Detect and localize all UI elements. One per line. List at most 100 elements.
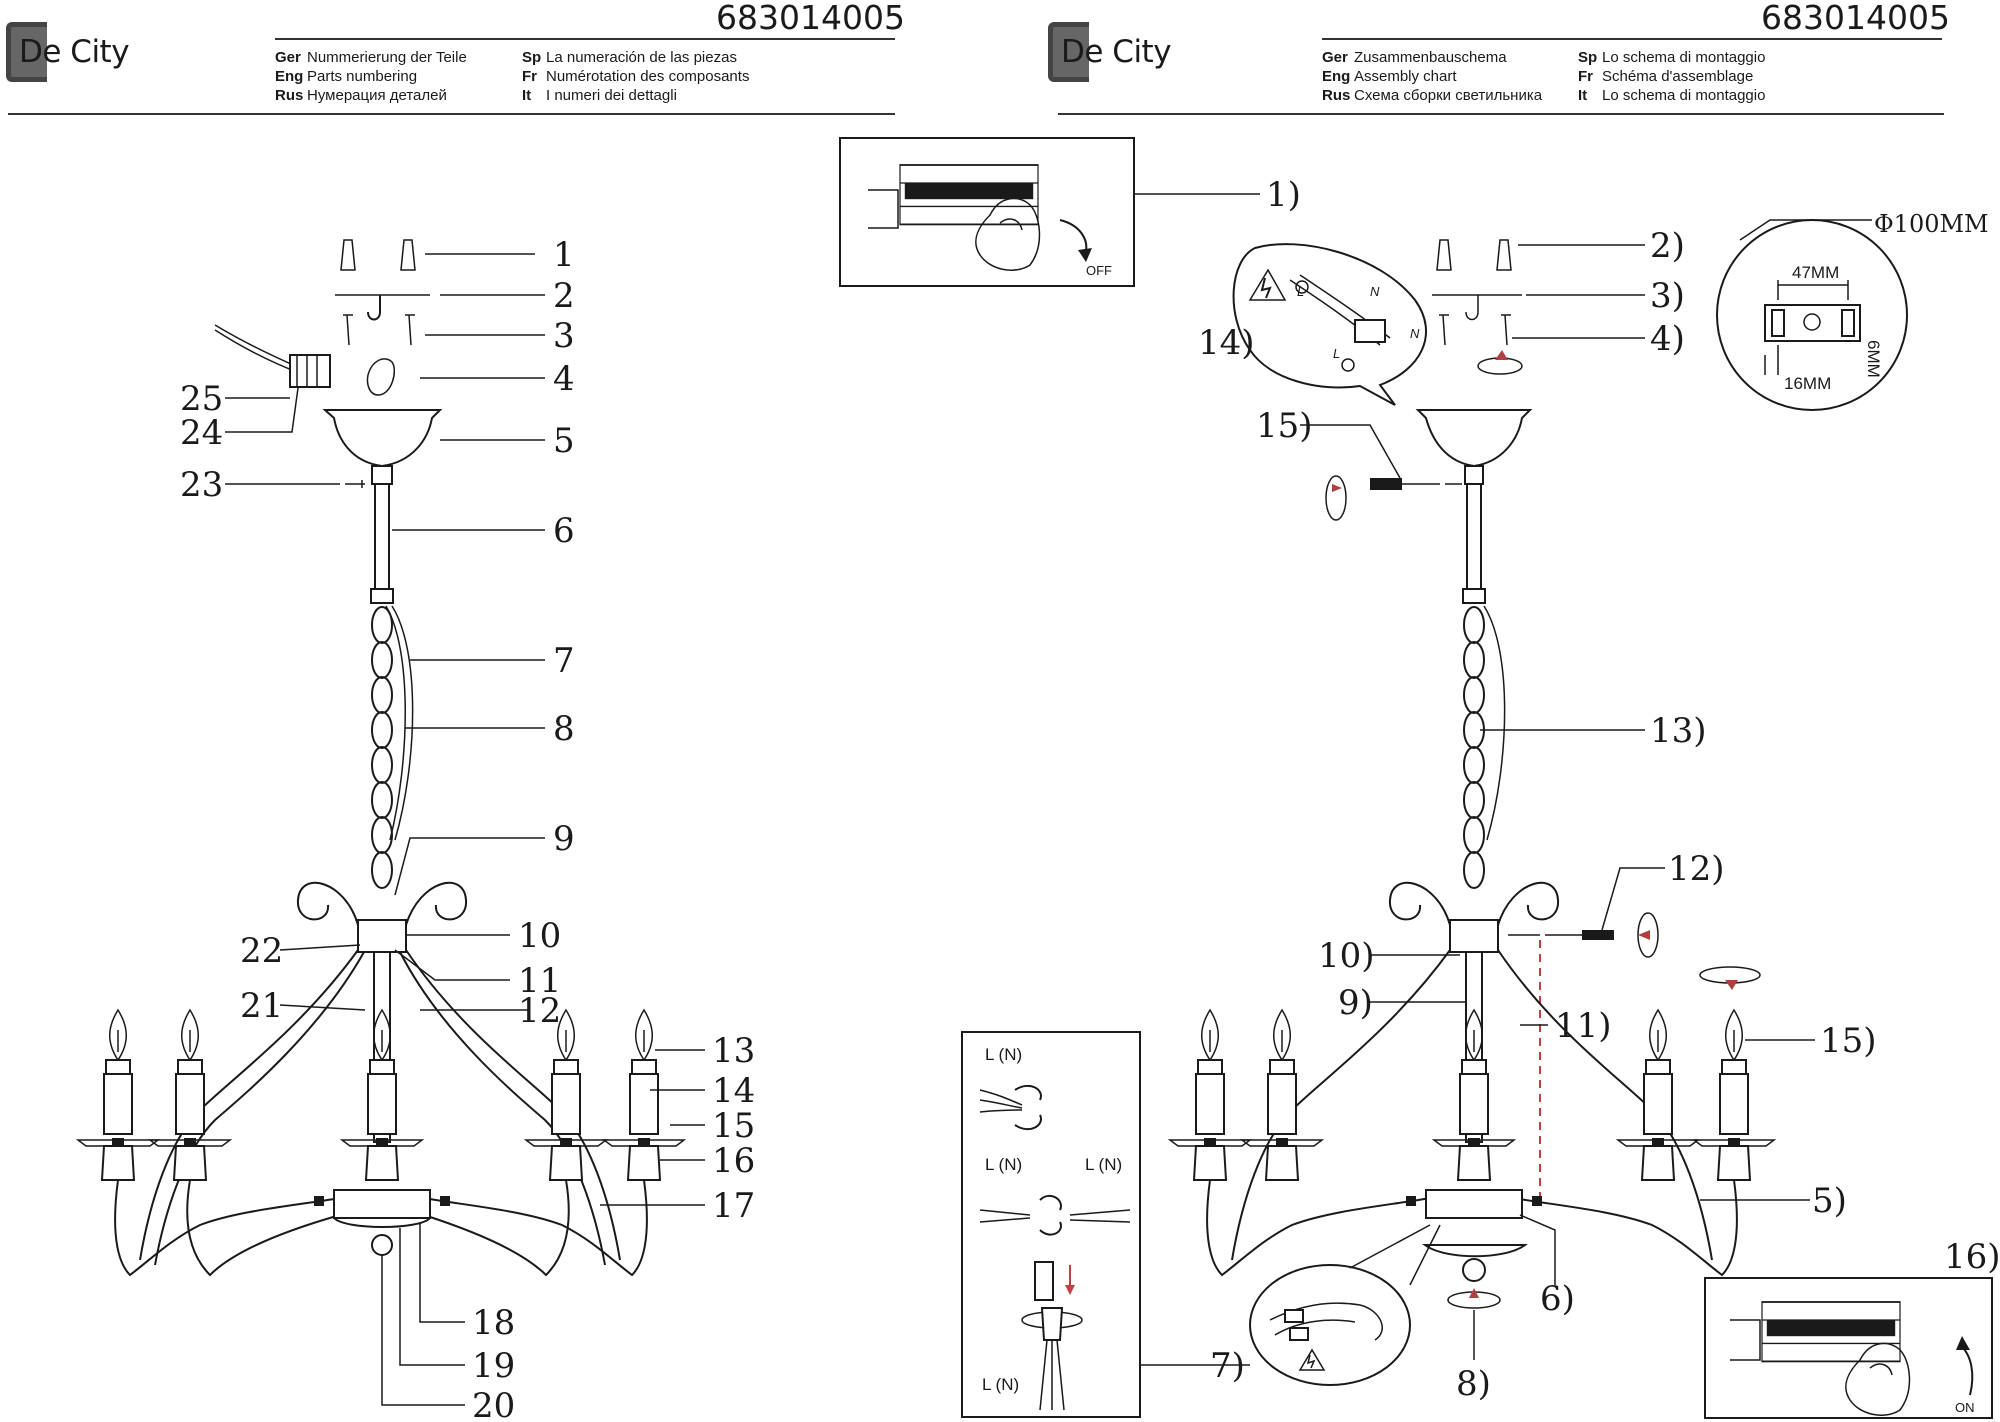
svg-text:6MM: 6MM <box>1864 340 1883 378</box>
product-code-left: 683014005 <box>716 0 905 37</box>
left-exploded-view: 1 2 3 4 5 6 7 8 9 10 11 12 13 14 15 16 1… <box>77 235 755 1422</box>
svg-text:1): 1) <box>1266 175 1301 215</box>
svg-text:7: 7 <box>553 641 575 681</box>
screwdriver-icon: 15) <box>1256 406 1462 521</box>
svg-text:15: 15 <box>712 1106 755 1146</box>
candle-bulb-icon <box>1617 1009 1699 1181</box>
svg-text:L (N): L (N) <box>985 1045 1022 1064</box>
svg-text:25: 25 <box>180 379 223 419</box>
hub-icon <box>1449 919 1499 953</box>
svg-text:9: 9 <box>553 819 575 859</box>
screw-icon <box>1439 314 1511 346</box>
svg-text:14: 14 <box>712 1071 755 1111</box>
svg-text:23: 23 <box>180 465 223 505</box>
svg-text:19: 19 <box>472 1346 515 1386</box>
svg-text:2): 2) <box>1650 226 1685 266</box>
header-rule-bottom-left <box>8 113 895 115</box>
rod-icon <box>374 483 390 590</box>
svg-text:4: 4 <box>553 359 575 399</box>
candle-bulb-icon <box>1169 1009 1251 1181</box>
svg-text:3): 3) <box>1650 276 1685 316</box>
lower-horn-icon <box>114 1179 648 1277</box>
brand-name: De City <box>19 34 130 70</box>
svg-text:11): 11) <box>1555 1006 1612 1046</box>
svg-text:OFF: OFF <box>1086 263 1112 278</box>
bracket-dimension-detail: Φ100MM 47MM 16MM 6MM <box>1716 210 1989 411</box>
chain-icon <box>371 605 414 889</box>
candle-bulb-icon <box>149 1009 231 1181</box>
wire-splice-panel: L (N) L (N) L (N) L (N) <box>961 1031 1141 1418</box>
hub-icon <box>357 919 407 953</box>
svg-text:15): 15) <box>1820 1021 1877 1061</box>
svg-text:21: 21 <box>240 986 283 1026</box>
chain-icon: 13) <box>1463 605 1707 889</box>
svg-text:9): 9) <box>1338 983 1373 1023</box>
mounting-hook-icon <box>335 294 430 321</box>
mounting-hook-icon <box>1432 294 1522 321</box>
bottom-body-icon <box>1425 1189 1523 1219</box>
svg-text:5: 5 <box>553 421 575 461</box>
rotate-arrow-icon <box>1477 357 1523 375</box>
svg-text:13: 13 <box>712 1031 755 1071</box>
breaker-on-panel: ON 16) <box>1704 1237 2000 1419</box>
logo-mark <box>1048 22 1089 82</box>
svg-text:Φ100MM: Φ100MM <box>1874 210 1989 238</box>
header-rule-bottom-right <box>1058 113 1944 115</box>
svg-text:L (N): L (N) <box>982 1375 1019 1394</box>
svg-text:14): 14) <box>1198 323 1255 363</box>
scroll-ornament-icon <box>296 881 468 926</box>
svg-text:L (N): L (N) <box>985 1155 1022 1174</box>
svg-text:24: 24 <box>180 413 223 453</box>
svg-text:10): 10) <box>1318 936 1375 976</box>
rod-icon <box>1466 483 1482 590</box>
svg-text:5): 5) <box>1812 1181 1847 1221</box>
svg-text:L (N): L (N) <box>1085 1155 1122 1174</box>
product-code-right: 683014005 <box>1761 0 1950 37</box>
svg-text:12: 12 <box>518 991 561 1031</box>
svg-text:11: 11 <box>518 961 561 1001</box>
bottom-body-icon <box>314 1189 450 1256</box>
svg-text:2: 2 <box>553 276 575 316</box>
brand-name: De City <box>1061 34 1172 70</box>
logo-mark <box>6 22 47 82</box>
candle-bulb-icon <box>341 1009 423 1181</box>
candle-bulb-icon <box>1433 1009 1515 1181</box>
svg-text:4): 4) <box>1650 319 1685 359</box>
screw-icon <box>343 314 415 346</box>
svg-text:L: L <box>1297 284 1304 299</box>
candle-bulb-icon <box>603 1009 685 1181</box>
wall-plug-icon <box>340 239 416 271</box>
wall-plug-icon <box>1436 239 1512 271</box>
svg-text:16): 16) <box>1944 1237 2000 1277</box>
svg-text:13): 13) <box>1650 711 1707 751</box>
leader-lines <box>225 253 705 1406</box>
svg-text:12): 12) <box>1668 849 1725 889</box>
screwdriver-icon: 12) <box>1508 849 1725 1200</box>
header-rule-top-left <box>275 38 895 40</box>
svg-text:L: L <box>1333 346 1340 361</box>
canopy-icon <box>1415 409 1533 468</box>
wiring-detail-bubble: L N N L 14) <box>1198 243 1427 406</box>
canopy-icon <box>322 409 443 485</box>
svg-text:10: 10 <box>518 916 561 956</box>
candle-bulb-icon <box>525 1009 607 1181</box>
header-rule-top-right <box>1322 38 1942 40</box>
svg-text:6): 6) <box>1540 1279 1575 1319</box>
svg-text:3: 3 <box>553 316 575 356</box>
leader-lines <box>1370 954 1815 1285</box>
bottom-cap-icon: 8) <box>1421 1244 1529 1404</box>
svg-text:15): 15) <box>1256 406 1313 446</box>
svg-text:N: N <box>1370 284 1380 299</box>
terminal-block-icon <box>214 324 396 396</box>
candle-bulb-icon <box>1693 1009 1775 1181</box>
scroll-ornament-icon <box>1388 881 1560 926</box>
svg-text:47MM: 47MM <box>1792 263 1839 282</box>
right-assembly-view: OFF 1) L N N L 14) <box>839 137 2000 1419</box>
candle-bulb-icon <box>1241 1009 1323 1181</box>
brand-logo-right: De City <box>1048 22 1172 82</box>
svg-text:N: N <box>1410 326 1420 341</box>
svg-text:7): 7) <box>1210 1346 1245 1386</box>
